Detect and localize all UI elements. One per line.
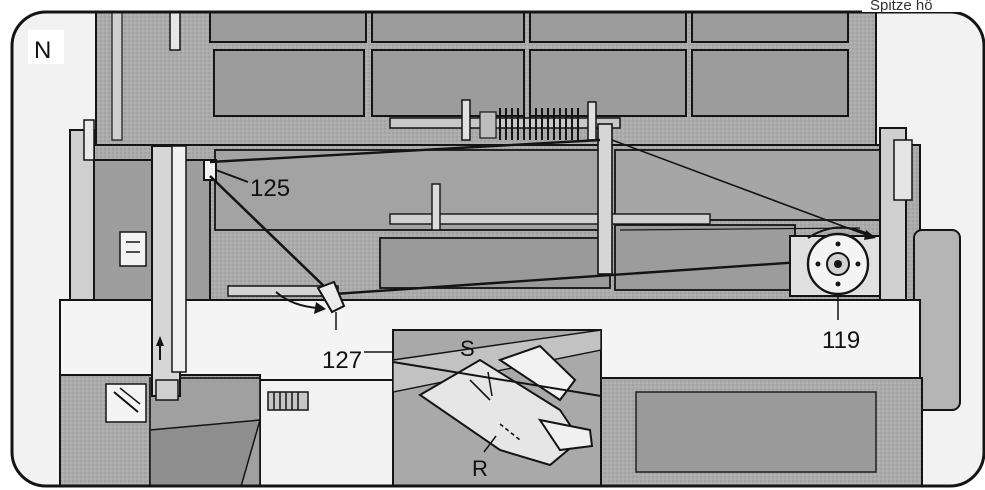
callout-thread-guide: 127 <box>322 347 362 374</box>
panel-label: N <box>34 37 51 64</box>
callout-tension-disc: 119 <box>822 327 860 354</box>
inset-detail <box>392 329 602 486</box>
inset-label-r: R <box>472 456 488 481</box>
back-screen <box>95 12 877 151</box>
thread-guide-127 <box>275 280 346 330</box>
callout-yarn-guide: 125 <box>250 175 290 202</box>
corner-text: Spitze hö <box>870 0 933 14</box>
lower-panels <box>59 374 923 486</box>
panel-label-bg <box>28 30 64 64</box>
yarn-threads <box>209 138 881 296</box>
figure-frame <box>10 10 985 488</box>
tension-disc-119 <box>789 226 881 320</box>
inset-label-s: S <box>460 336 475 361</box>
corner-text-bg <box>862 0 985 12</box>
framed-scene <box>12 12 984 486</box>
spring-comb <box>389 99 621 141</box>
tension-arm <box>151 145 187 401</box>
yarn-guide-125 <box>203 159 249 183</box>
